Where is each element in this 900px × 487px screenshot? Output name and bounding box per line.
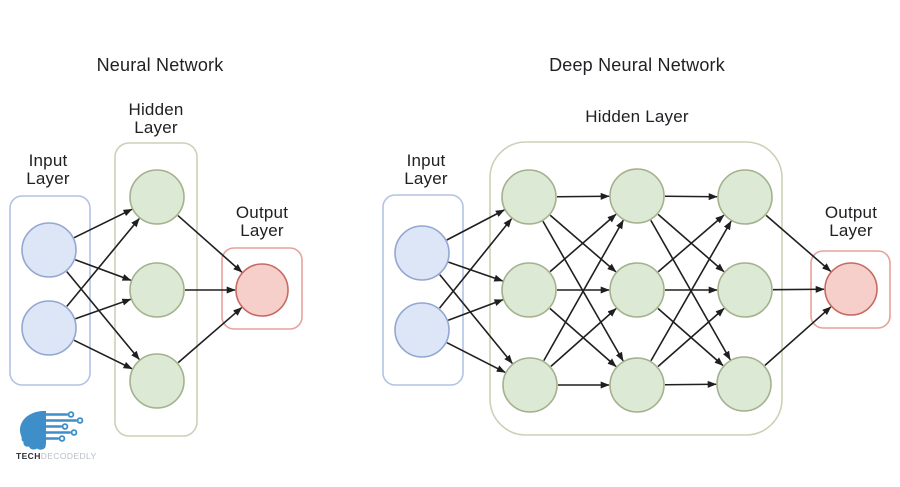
connection-arrow [657, 214, 725, 273]
hidden-neuron [717, 262, 773, 318]
connection-arrow [448, 261, 504, 282]
brand-logo-icon [20, 411, 84, 450]
left-output-layer-label: Output Layer [235, 203, 289, 240]
right-hidden-layer-label: Hidden Layer [585, 107, 689, 126]
connection-arrow [446, 341, 506, 374]
hidden-neuron [501, 169, 557, 225]
connection-arrow [549, 213, 617, 273]
brand-name-light: DECODEDLY [40, 451, 97, 461]
connection-arrow [446, 209, 505, 241]
connection-arrow [66, 218, 140, 307]
connection-arrow [650, 220, 732, 362]
right-diagram-title: Deep Neural Network [549, 55, 725, 75]
connection-arrow [764, 306, 832, 367]
network-0 [9, 142, 303, 437]
connection-arrow [74, 258, 132, 282]
output-neuron [235, 263, 289, 317]
input-neuron [394, 225, 450, 281]
connection-arrow [73, 208, 133, 239]
connection-arrow [657, 307, 725, 368]
output-layer-box [221, 247, 303, 330]
connection-arrow [550, 307, 617, 368]
right-input-layer-label: Input Layer [404, 151, 448, 188]
connection-arrow [66, 271, 140, 360]
right-output-layer-label: Output Layer [824, 203, 878, 240]
connection-arrow [438, 218, 513, 309]
hidden-neuron [716, 356, 772, 412]
input-layer-box [9, 195, 91, 386]
hidden-neuron [129, 353, 185, 409]
left-diagram-title: Neural Network [96, 55, 224, 75]
connection-arrow [543, 219, 624, 362]
input-neuron [394, 302, 450, 358]
connection-arrow [447, 299, 504, 321]
hidden-neuron [129, 169, 185, 225]
connection-arrow [177, 307, 243, 364]
hidden-neuron [502, 357, 558, 413]
connection-arrow [73, 339, 133, 370]
connection-arrow [439, 274, 513, 364]
connection-arrow [765, 214, 832, 272]
hidden-neuron [129, 262, 185, 318]
output-neuron [824, 262, 878, 316]
hidden-neuron [609, 357, 665, 413]
hidden-neuron [717, 169, 773, 225]
hidden-neuron [609, 168, 665, 224]
brand-name-bold: TECH [16, 451, 41, 461]
hidden-neuron [501, 262, 557, 318]
brand-wordmark: TECHDECODEDLY [16, 451, 97, 461]
input-neuron [21, 300, 77, 356]
connection-arrow [75, 298, 132, 320]
hidden-neuron [609, 262, 665, 318]
input-layer-box [382, 194, 464, 386]
input-neuron [21, 222, 77, 278]
connection-arrow [177, 214, 243, 273]
left-hidden-layer-label: Hidden Layer [128, 100, 184, 137]
network-1 [382, 141, 891, 436]
left-input-layer-label: Input Layer [26, 151, 70, 188]
hidden-layer-box [489, 141, 783, 436]
